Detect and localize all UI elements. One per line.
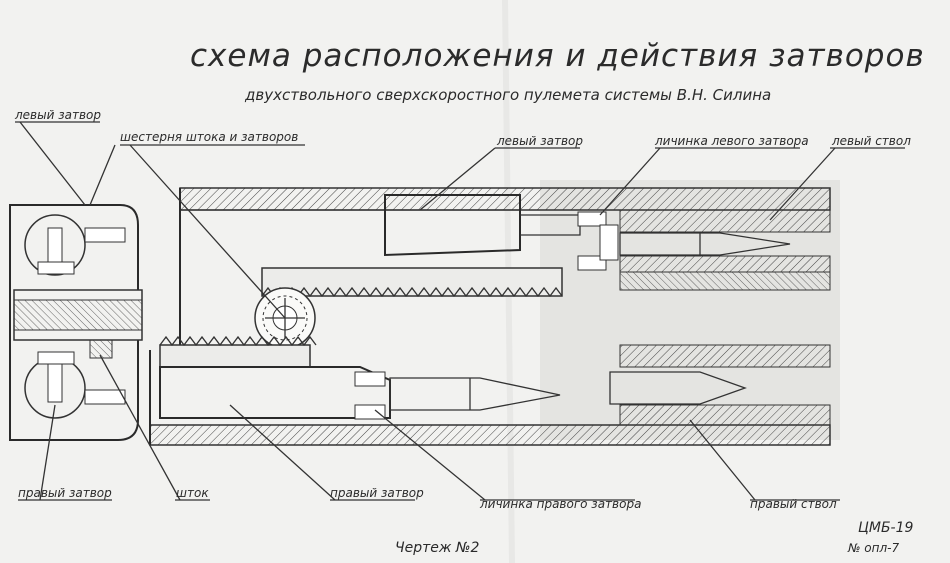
label-left-bolt-side: левый затвор [14,108,101,122]
label-gear: шестерня штока и затворов [120,130,298,144]
longitudinal-section [149,187,831,446]
page-subtitle: двухствольного сверхскоростного пулемета… [244,86,771,104]
label-left-barrel: левый ствол [831,134,911,148]
cross-section-view [9,204,143,441]
label-left-bolt-top: левый затвор [496,134,583,148]
label-left-bolt-lug: личинка левого затвора [654,134,809,148]
label-rod: шток [176,486,209,500]
label-right-bolt-side: правый затвор [18,486,112,500]
page-title: схема расположения и действия затворов [190,38,925,74]
label-right-bolt-bottom: правый затвор [330,486,424,500]
label-right-barrel: правый ствол [750,497,837,511]
stamp-number: № опл-7 [847,541,899,555]
label-right-bolt-lug: личинка правого затвора [479,497,641,511]
stamp-code: ЦМБ-19 [858,520,914,536]
leader-lines [15,121,905,501]
drawing-number: Чертеж №2 [395,540,479,556]
